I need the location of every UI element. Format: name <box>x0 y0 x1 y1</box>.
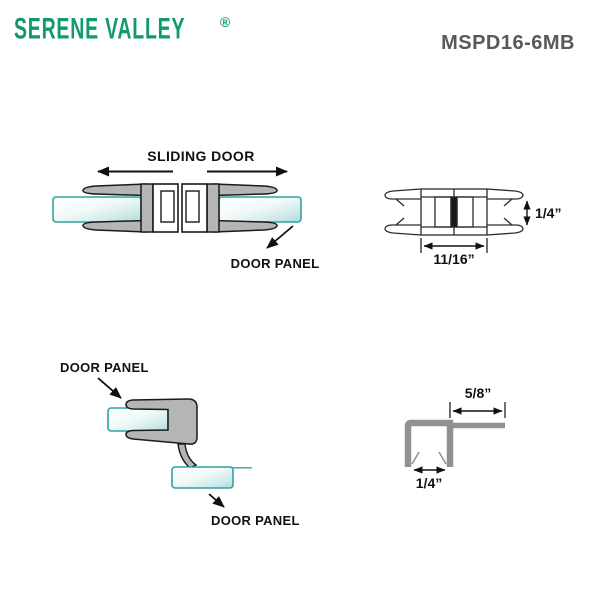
right-grip-fin <box>438 451 447 465</box>
seal-dimension-drawing: 1/4” 11/16” <box>384 188 561 267</box>
left-upper-lip <box>82 183 147 197</box>
right-seal-profile <box>181 183 278 233</box>
flap-width-dim-text: 5/8” <box>465 385 491 401</box>
door-panel-label-bottom: DOOR PANEL <box>211 513 300 528</box>
wiper-flap <box>177 443 198 469</box>
door-panel-label-top: DOOR PANEL <box>60 360 149 375</box>
left-grip-fin <box>411 451 420 465</box>
right-channel-outline <box>486 188 524 236</box>
brand-logo: SERENE VALLEY ® <box>14 12 231 46</box>
left-channel-outline <box>384 188 422 236</box>
flap-width-dimension <box>449 402 506 418</box>
left-glass-panel <box>52 196 142 223</box>
sliding-door-title: SLIDING DOOR <box>147 148 254 164</box>
lower-glass-panel <box>171 466 234 489</box>
door-panel-bottom-arrow-icon <box>208 493 225 508</box>
channel-width-dim-text: 1/4” <box>416 475 442 491</box>
left-magnet <box>160 190 175 223</box>
right-upper-lip <box>213 183 278 197</box>
channel-profile-outline <box>404 419 505 467</box>
block-width-dim-text: 11/16” <box>433 251 474 267</box>
block-width-dimension <box>420 238 488 253</box>
left-spine <box>140 183 154 233</box>
sliding-door-seal-diagram: SLIDING DOOR DOOR <box>52 148 320 271</box>
channel-dimension-drawing: 5/8” 1/4” <box>404 385 506 491</box>
right-lower-lip <box>213 219 278 233</box>
right-glass-panel <box>218 196 302 223</box>
product-code: MSPD16-6MB <box>441 32 575 54</box>
glass-thickness-dim-text: 1/4” <box>535 205 561 221</box>
brand-logo-text: SERENE VALLEY <box>14 12 186 46</box>
left-seal-profile <box>82 183 179 233</box>
registered-trademark-icon: ® <box>219 14 231 30</box>
u-channel-profile <box>125 398 198 445</box>
door-panel-label: DOOR PANEL <box>231 256 320 271</box>
magnet-housing-outline <box>420 188 488 236</box>
magnet-contact-face <box>450 196 458 228</box>
right-spine <box>206 183 220 233</box>
door-panel-pointer-arrow-icon <box>266 225 294 249</box>
angled-seal-diagram: DOOR PANEL DOOR PANEL <box>60 360 300 528</box>
right-magnet <box>185 190 200 223</box>
left-lower-lip <box>82 219 147 233</box>
door-panel-top-arrow-icon <box>97 377 122 399</box>
upper-glass-panel <box>107 407 169 432</box>
